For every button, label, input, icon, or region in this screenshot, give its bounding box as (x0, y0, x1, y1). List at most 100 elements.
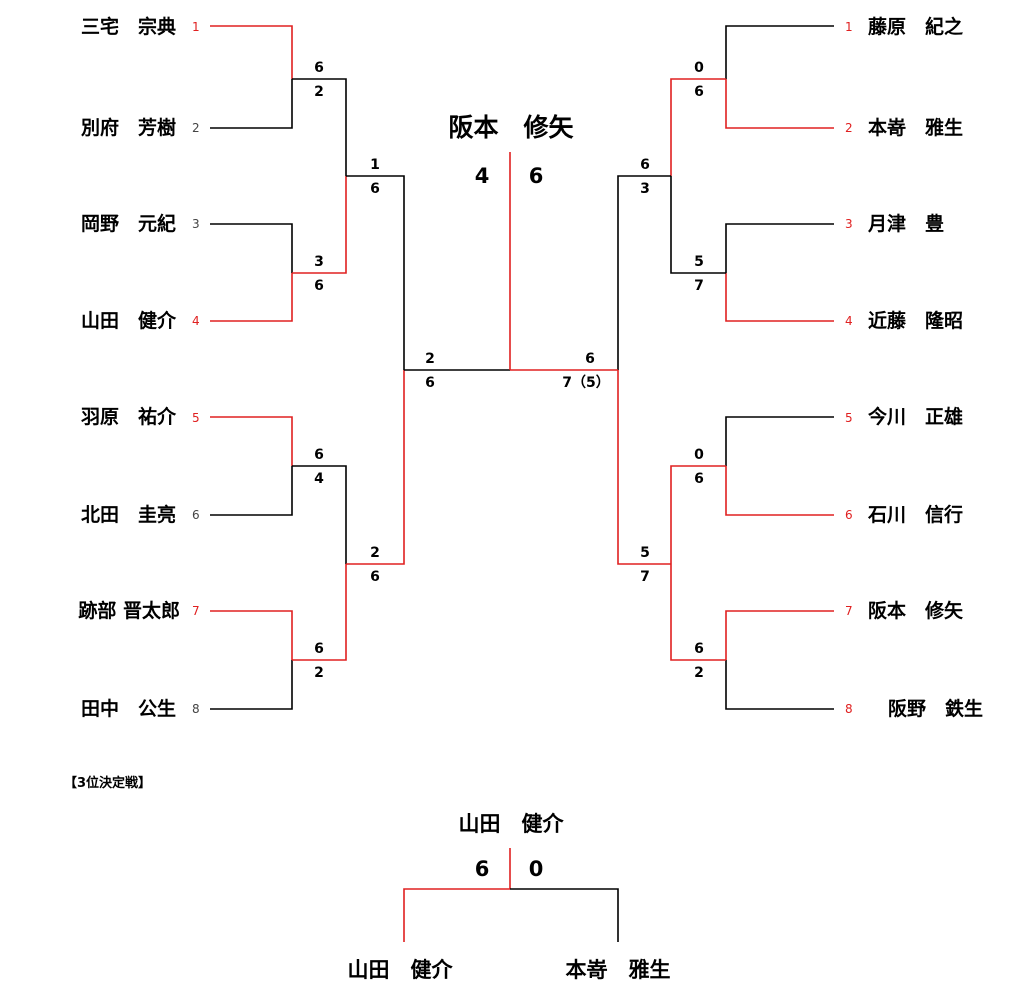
left-player-5-name: 羽原 祐介 (81, 405, 177, 428)
left-bracket: 三宅 宗典 1 別府 芳樹 2 岡野 元紀 3 山田 健介 4 羽原 祐介 5 … (78, 15, 199, 720)
right-bracket: 1 藤原 紀之 2 本嵜 雅生 3 月津 豊 4 近藤 隆昭 5 今川 正雄 6… (845, 15, 983, 720)
score-right-r1-m1-top: 0 (694, 60, 704, 76)
right-player-1-name: 藤原 紀之 (868, 15, 963, 38)
right-player-2-seed: 2 (845, 121, 853, 135)
score-right-r2-m2-top: 5 (640, 545, 650, 561)
left-player-8-name: 田中 公生 (81, 697, 176, 720)
score-left-r1-m3-top: 6 (314, 447, 324, 463)
left-player-2-seed: 2 (192, 121, 200, 135)
bracket-line (725, 416, 834, 466)
left-player-5-seed: 5 (192, 411, 200, 425)
right-player-3-seed: 3 (845, 217, 853, 231)
left-player-3-seed: 3 (192, 217, 200, 231)
bracket-line (670, 78, 726, 176)
score-right-r1-m3-bottom: 6 (694, 471, 704, 487)
third-place-score-right: 0 (529, 857, 544, 881)
bracket-line (510, 888, 619, 942)
bracket-line (403, 888, 510, 942)
left-player-1-seed: 1 (192, 20, 200, 34)
right-player-6-seed: 6 (845, 508, 853, 522)
score-left-r1-m4-bottom: 2 (314, 665, 324, 681)
bracket-line (670, 465, 726, 564)
right-player-3-name: 月津 豊 (867, 212, 944, 235)
score-left-r1-m2-bottom: 6 (314, 278, 324, 294)
bracket-line (346, 175, 405, 370)
score-left-sf-bottom: 6 (425, 375, 435, 391)
score-right-r1-m4-top: 6 (694, 641, 704, 657)
bracket-line (210, 610, 293, 660)
score-left-r1-m1-bottom: 2 (314, 84, 324, 100)
score-left-sf-top: 2 (425, 351, 435, 367)
right-player-7-name: 阪本 修矢 (868, 599, 964, 622)
third-place-winner: 山田 健介 (459, 812, 565, 836)
left-player-3-name: 岡野 元紀 (81, 212, 176, 235)
score-left-r1-m3-bottom: 4 (314, 471, 324, 487)
bracket-line (346, 370, 405, 565)
score-left-r2-m2-bottom: 6 (370, 569, 380, 585)
bracket-line (210, 416, 293, 466)
left-scores: 6 2 3 6 6 4 6 2 1 6 2 6 2 6 (314, 60, 435, 681)
third-place-left-player: 山田 健介 (348, 958, 454, 982)
left-player-8-seed: 8 (192, 702, 200, 716)
bracket-line (617, 370, 671, 565)
left-player-4-seed: 4 (192, 314, 200, 328)
right-player-4-name: 近藤 隆昭 (868, 309, 963, 332)
score-right-r1-m4-bottom: 2 (694, 665, 704, 681)
third-place-match: 【3位決定戦】 山田 健介 6 0 山田 健介 本嵜 雅生 (64, 775, 671, 982)
score-right-r1-m2-bottom: 7 (694, 278, 704, 294)
champion-name: 阪本 修矢 (448, 113, 574, 142)
bracket-line (210, 273, 293, 322)
third-place-title: 【3位決定戦】 (64, 775, 151, 791)
left-player-6-seed: 6 (192, 508, 200, 522)
right-bracket-lines (509, 25, 834, 710)
bracket-line (725, 79, 834, 129)
right-player-8-name: 阪野 鉄生 (888, 697, 983, 720)
score-left-r2-m1-bottom: 6 (370, 181, 380, 197)
left-player-7-name: 跡部 晋太郎 (78, 599, 180, 622)
left-player-7-seed: 7 (192, 604, 200, 618)
right-player-1-seed: 1 (845, 20, 853, 34)
bracket-line (210, 223, 293, 273)
third-place-right-player: 本嵜 雅生 (566, 958, 671, 982)
bracket-line (725, 610, 834, 660)
right-player-4-seed: 4 (845, 314, 853, 328)
score-right-r1-m3-top: 0 (694, 447, 704, 463)
score-right-sf-bottom: 7（5） (562, 375, 609, 391)
score-right-r1-m2-top: 5 (694, 254, 704, 270)
left-bracket-lines (210, 25, 510, 710)
bracket-line (725, 25, 834, 79)
left-player-2-name: 別府 芳樹 (81, 116, 176, 139)
score-left-r2-m2-top: 2 (370, 545, 380, 561)
score-left-r2-m1-top: 1 (370, 157, 380, 173)
score-right-r2-m2-bottom: 7 (640, 569, 650, 585)
bracket-line (670, 176, 726, 274)
left-player-1-name: 三宅 宗典 (81, 15, 176, 38)
left-player-4-name: 山田 健介 (81, 309, 177, 332)
bracket-line (670, 564, 726, 661)
score-left-r1-m2-top: 3 (314, 254, 324, 270)
score-right-sf-top: 6 (585, 351, 595, 367)
bracket-line (210, 660, 293, 710)
right-player-2-name: 本嵜 雅生 (868, 116, 963, 139)
bracket-line (725, 660, 834, 710)
bracket-line (617, 175, 671, 370)
score-right-r2-m1-bottom: 3 (640, 181, 650, 197)
bracket-line (725, 273, 834, 322)
bracket-line (292, 564, 347, 661)
right-player-8-seed: 8 (845, 702, 853, 716)
bracket-line (292, 176, 347, 274)
right-player-5-name: 今川 正雄 (867, 405, 963, 428)
score-left-r1-m4-top: 6 (314, 641, 324, 657)
bracket-line (292, 465, 347, 564)
final-score-right: 6 (529, 164, 544, 188)
right-player-5-seed: 5 (845, 411, 853, 425)
bracket-line (210, 79, 293, 129)
third-place-score-left: 6 (475, 857, 490, 881)
bracket-line (725, 466, 834, 516)
final-score-left: 4 (475, 164, 490, 188)
bracket-line (210, 25, 293, 79)
score-right-r1-m1-bottom: 6 (694, 84, 704, 100)
left-player-6-name: 北田 圭亮 (81, 503, 176, 526)
bracket-line (292, 78, 347, 176)
